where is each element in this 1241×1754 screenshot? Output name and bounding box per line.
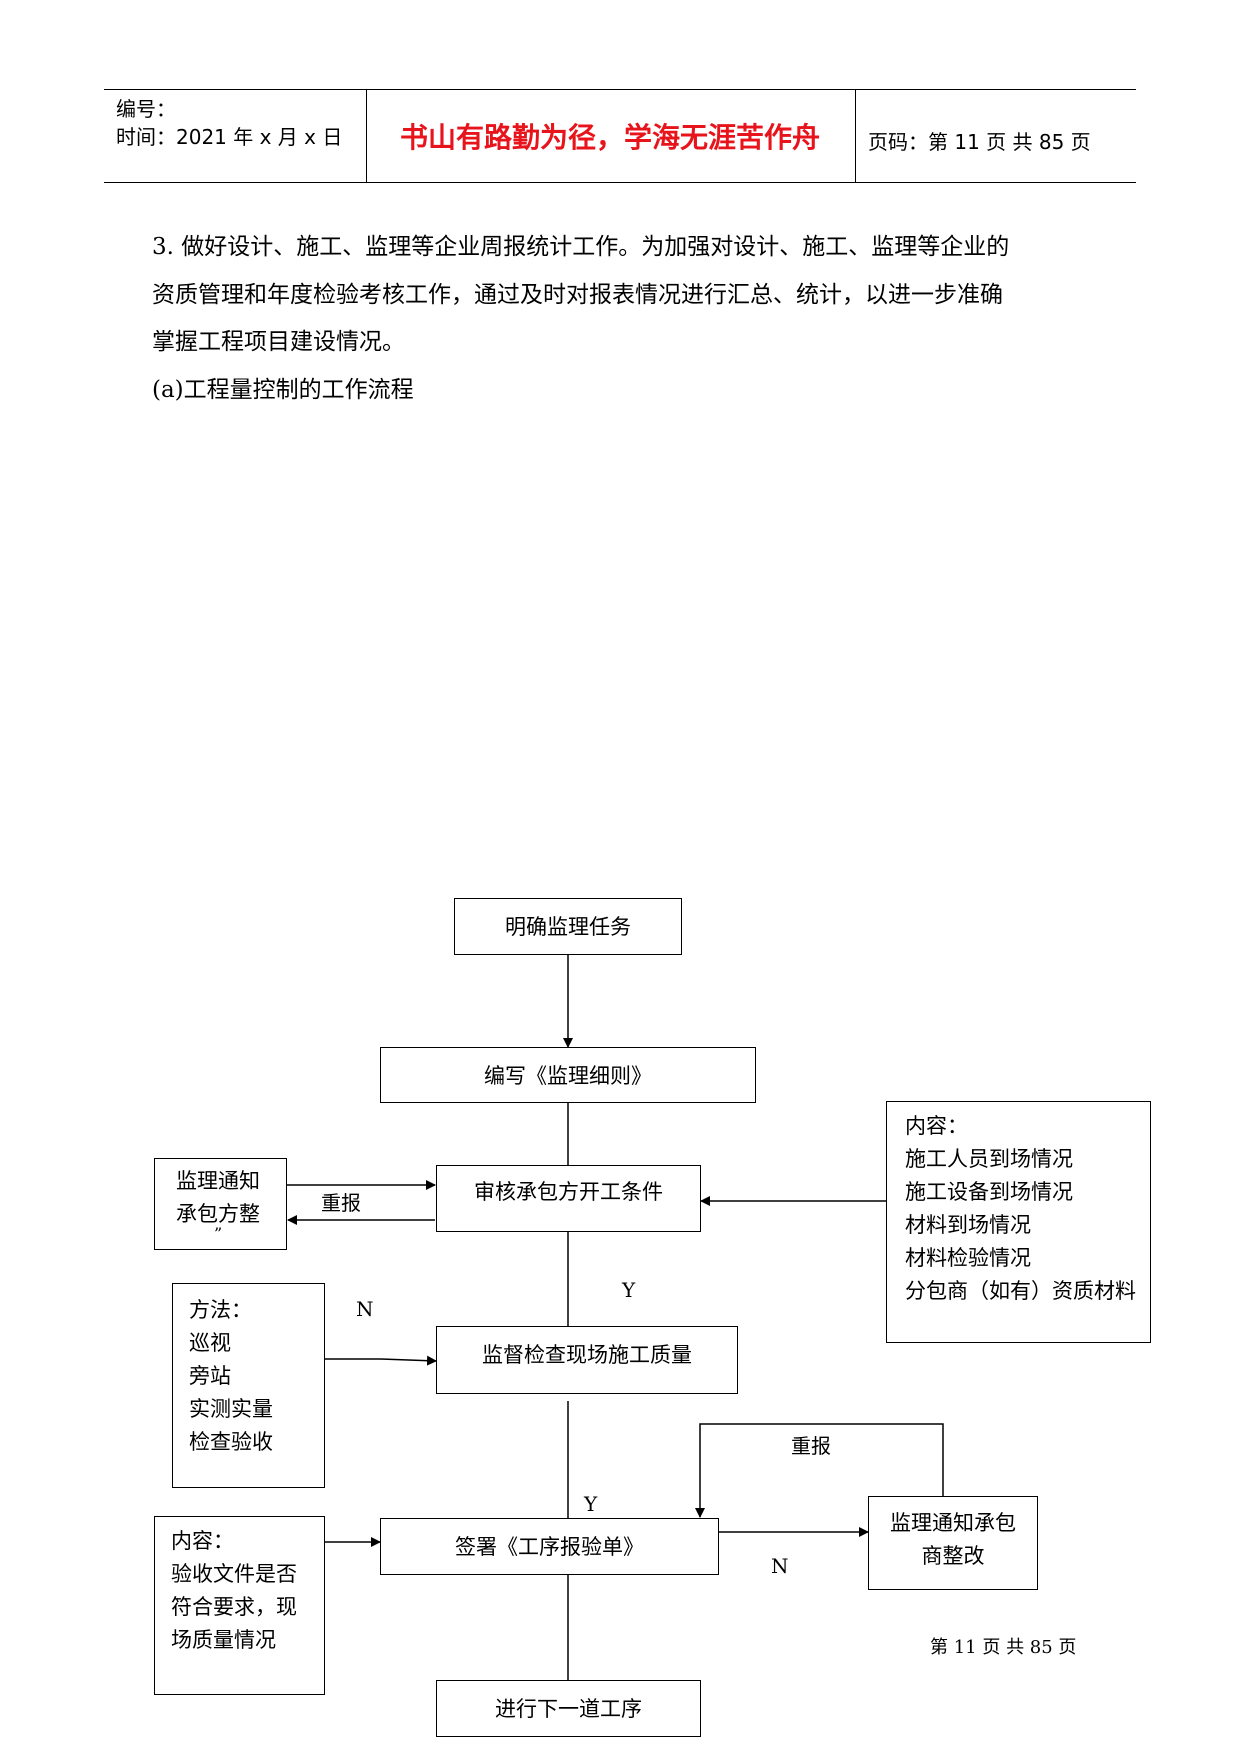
header-divider-right — [855, 90, 856, 183]
paragraph-line-3: 掌握工程项目建设情况。 — [152, 329, 405, 355]
box-define-task: 明确监理任务 — [454, 898, 682, 955]
box-next-process: 进行下一道工序 — [436, 1680, 701, 1737]
content-left-line-3: 符合要求，现 — [171, 1595, 297, 1619]
content-left-line-2: 验收文件是否 — [171, 1562, 297, 1586]
methods-line-5: 检查验收 — [189, 1430, 273, 1454]
arrow-resubmit-right — [695, 1423, 944, 1518]
content-right-line-1: 内容： — [905, 1114, 968, 1138]
content-right-line-2: 施工人员到场情况 — [905, 1147, 1073, 1171]
box-methods: 方法： 巡视 旁站 实测实量 检查验收 — [172, 1283, 325, 1488]
box-content-left: 内容： 验收文件是否 符合要求，现 场质量情况 — [154, 1516, 325, 1695]
label-resubmit-right: 重报 — [791, 1434, 831, 1458]
box-sign-inspection-form: 签署《工序报验单》 — [380, 1518, 719, 1575]
box-notify-contractor-right: 监理通知承包 商整改 — [868, 1496, 1038, 1590]
notify-right-line-1: 监理通知承包 — [890, 1511, 1016, 1535]
methods-line-4: 实测实量 — [189, 1397, 273, 1421]
methods-line-2: 巡视 — [189, 1331, 231, 1355]
box-write-rules: 编写《监理细则》 — [380, 1047, 756, 1103]
label-no-2: N — [771, 1554, 789, 1578]
notify-left-line-1: 监理通知 — [176, 1169, 260, 1193]
box-content-right: 内容： 施工人员到场情况 施工设备到场情况 材料到场情况 材料检验情况 分包商（… — [886, 1101, 1151, 1343]
paragraph-line-1: 3. 做好设计、施工、监理等企业周报统计工作。为加强对设计、施工、监理等企业的 — [152, 234, 1010, 260]
date-label: 时间：2021 年 x 月 x 日 — [116, 125, 343, 149]
methods-line-1: 方法： — [189, 1298, 252, 1322]
content-left-line-4: 场质量情况 — [171, 1628, 276, 1652]
label-no-1: N — [356, 1297, 374, 1321]
content-left-line-1: 内容： — [171, 1529, 234, 1553]
content-right-line-3: 施工设备到场情况 — [905, 1180, 1073, 1204]
label-yes-2: Y — [584, 1492, 598, 1516]
serial-label: 编号： — [116, 97, 176, 121]
notify-right-line-2: 商整改 — [921, 1544, 985, 1568]
box-supervise-quality: 监督检查现场施工质量 — [436, 1326, 738, 1394]
box-notify-contractor-left: 监理通知 承包方整 — [154, 1158, 287, 1250]
page-footer: 第 11 页 共 85 页 — [930, 1637, 1077, 1658]
box-review-conditions: 审核承包方开工条件 — [436, 1165, 701, 1232]
header-bottom-rule — [104, 182, 1136, 183]
content-right-line-6: 分包商（如有）资质材料 — [905, 1279, 1136, 1303]
page-info: 页码：第 11 页 共 85 页 — [868, 130, 1091, 154]
methods-line-3: 旁站 — [189, 1364, 231, 1388]
label-resubmit-left: 重报 — [321, 1191, 361, 1215]
section-heading: (a)工程量控制的工作流程 — [152, 377, 414, 403]
paragraph-line-2: 资质管理和年度检验考核工作，通过及时对报表情况进行汇总、统计，以进一步准确 — [152, 282, 1003, 308]
notify-left-line-2: 承包方整 — [176, 1202, 260, 1226]
motto: 书山有路勤为径，学海无涯苦作舟 — [399, 121, 820, 154]
label-yes-1: Y — [622, 1278, 636, 1302]
notify-left-cut-char: ” — [214, 1226, 223, 1236]
content-right-line-5: 材料检验情况 — [905, 1246, 1031, 1270]
header-divider-left — [366, 90, 367, 183]
arrow-methods-to-supervise — [325, 1355, 437, 1366]
content-right-line-4: 材料到场情况 — [905, 1213, 1031, 1237]
header-top-rule — [104, 89, 1136, 90]
